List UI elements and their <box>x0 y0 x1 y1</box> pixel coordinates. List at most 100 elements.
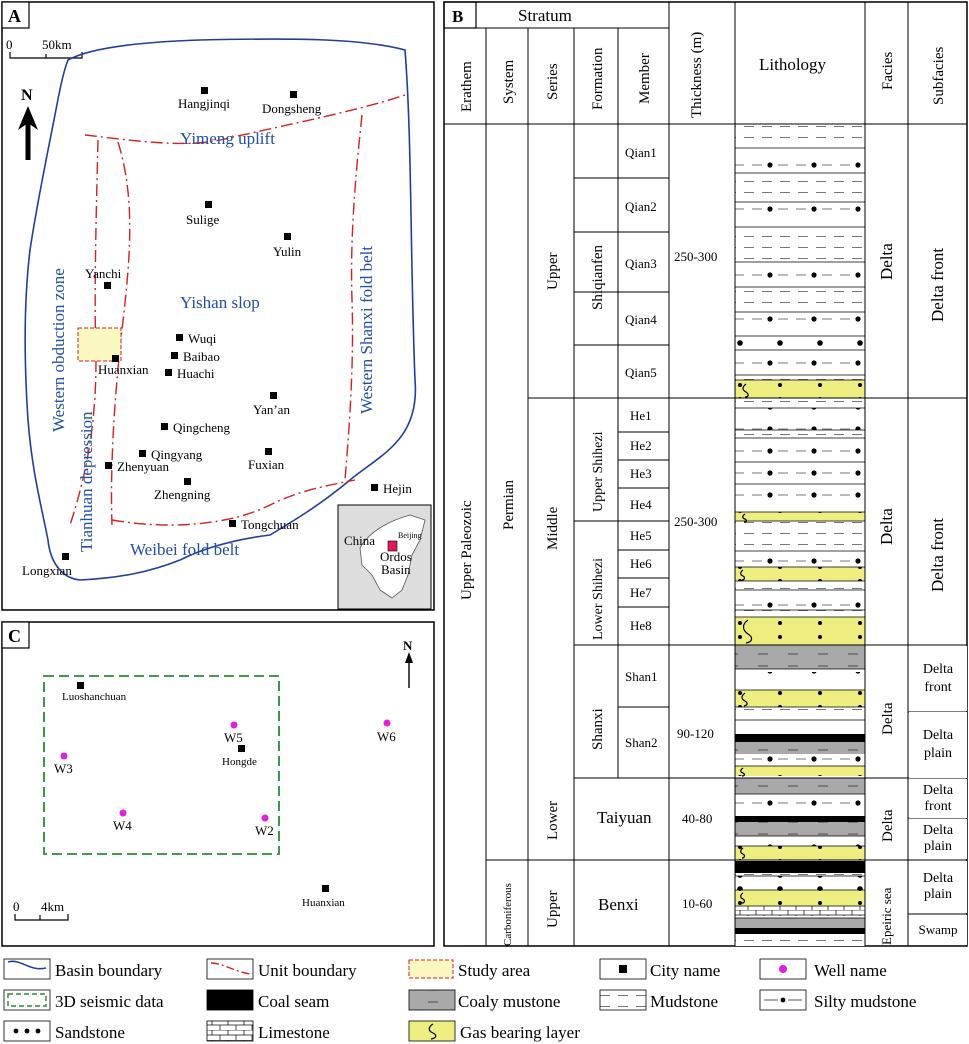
svg-text:He3: He3 <box>630 466 652 481</box>
svg-text:90-120: 90-120 <box>677 726 714 741</box>
svg-text:Delta: Delta <box>880 702 896 735</box>
svg-text:Gas bearing layer: Gas bearing layer <box>460 1023 580 1042</box>
svg-text:250-300: 250-300 <box>674 514 717 529</box>
svg-text:Qian3: Qian3 <box>625 256 657 271</box>
svg-text:Ordos: Ordos <box>380 549 412 564</box>
legend: Basin boundary Unit boundary Study area … <box>3 958 916 1042</box>
svg-text:Shiqianfen: Shiqianfen <box>590 245 606 310</box>
svg-text:Yishan slop: Yishan slop <box>180 293 260 312</box>
city-label: Yulin <box>273 244 302 259</box>
city-label: Huachi <box>177 366 215 381</box>
svg-text:Upper Shihezi: Upper Shihezi <box>591 431 606 512</box>
svg-text:W6: W6 <box>377 729 396 744</box>
city-label: Qingcheng <box>173 420 231 435</box>
svg-text:He1: He1 <box>630 408 652 423</box>
svg-text:Subfacies: Subfacies <box>931 47 947 105</box>
city-label: Longxian <box>22 563 72 578</box>
svg-text:Tianhuan depression: Tianhuan depression <box>77 411 96 552</box>
subfacies-cell: Delta front <box>909 646 967 711</box>
svg-text:Thickness (m): Thickness (m) <box>689 32 705 118</box>
svg-text:Upper: Upper <box>545 891 561 929</box>
svg-text:Upper Paleozoic: Upper Paleozoic <box>459 500 475 600</box>
svg-text:Shan2: Shan2 <box>625 735 658 750</box>
svg-text:Qian1: Qian1 <box>625 145 657 160</box>
svg-text:He2: He2 <box>630 438 652 453</box>
svg-text:Western obduction zone: Western obduction zone <box>49 268 68 432</box>
svg-text:Facies: Facies <box>880 52 896 90</box>
city-label: Yanchi <box>85 266 122 281</box>
svg-text:Basin boundary: Basin boundary <box>55 961 163 980</box>
svg-text:Member: Member <box>637 53 653 104</box>
city-markers: Hangjinqi Dongsheng Sulige Yulin Yanchi … <box>22 87 412 578</box>
city-label: Dongsheng <box>262 101 322 116</box>
svg-text:Weibei fold belt: Weibei fold belt <box>130 540 239 559</box>
svg-text:Epeiric sea: Epeiric sea <box>879 887 894 945</box>
svg-text:Limestone: Limestone <box>258 1023 330 1042</box>
svg-text:N: N <box>403 638 413 653</box>
svg-text:4km: 4km <box>41 899 64 914</box>
svg-text:N: N <box>21 87 33 104</box>
svg-text:Upper: Upper <box>545 253 561 291</box>
north-arrow-icon: N <box>18 87 38 160</box>
panel-a-map: A 0 50km N Hangjinqi <box>1 1 435 611</box>
svg-text:W5: W5 <box>224 730 243 745</box>
svg-text:Silty mudstone: Silty mudstone <box>814 992 916 1011</box>
svg-text:He7: He7 <box>630 585 652 600</box>
city-label: Wuqi <box>188 331 217 346</box>
scale-bar: 0 4km <box>13 899 69 921</box>
city-label: Baibao <box>183 349 220 364</box>
svg-text:Permian: Permian <box>501 480 517 530</box>
svg-text:Coal seam: Coal seam <box>258 992 329 1011</box>
subfacies-cell: Delta plain <box>909 819 967 859</box>
svg-text:Delta front: Delta front <box>928 248 947 322</box>
svg-text:Yimeng uplift: Yimeng uplift <box>180 129 275 148</box>
city-label: Hangjinqi <box>178 96 230 111</box>
table-grid <box>444 2 967 946</box>
svg-text:He4: He4 <box>630 497 652 512</box>
panel-c-map: C N Luoshanchuan Hongde Huanxian W5 W6 W… <box>1 621 435 947</box>
svg-text:W2: W2 <box>255 823 274 838</box>
svg-text:50km: 50km <box>42 37 72 52</box>
svg-text:Unit boundary: Unit boundary <box>258 961 357 980</box>
svg-text:Formation: Formation <box>590 47 606 110</box>
svg-text:Lithology: Lithology <box>759 55 827 74</box>
svg-text:Qian4: Qian4 <box>625 312 657 327</box>
subfacies-cell: Delta plain <box>909 712 967 778</box>
svg-text:City name: City name <box>650 961 720 980</box>
subfacies-cell: Delta front <box>909 779 967 818</box>
city-label: Qingyang <box>151 447 203 462</box>
svg-text:Coaly mustone: Coaly mustone <box>458 992 560 1011</box>
panel-c-label: C <box>8 626 21 646</box>
svg-text:Study area: Study area <box>458 961 531 980</box>
svg-text:He6: He6 <box>630 556 652 571</box>
svg-text:Qian5: Qian5 <box>625 365 657 380</box>
svg-text:Taiyuan: Taiyuan <box>597 808 652 827</box>
svg-text:China: China <box>344 533 375 548</box>
gas-symbol-icon <box>740 383 753 904</box>
svg-text:Shanxi: Shanxi <box>590 708 606 750</box>
well-markers: W5 W6 W3 W4 W2 <box>54 719 396 838</box>
panel-a-label: A <box>8 6 21 26</box>
svg-text:Lower: Lower <box>545 801 561 840</box>
city-label: Zhengning <box>154 487 211 502</box>
svg-text:Beijing: Beijing <box>398 531 422 540</box>
svg-text:Delta: Delta <box>877 508 896 545</box>
svg-text:Middle: Middle <box>545 506 561 550</box>
svg-text:Huanxian: Huanxian <box>302 897 345 909</box>
panel-b-label: B <box>452 7 463 26</box>
svg-text:Qian2: Qian2 <box>625 199 657 214</box>
svg-text:Erathem: Erathem <box>459 61 475 112</box>
city-label: Zhenyuan <box>117 459 169 474</box>
member-labels: Qian1 Qian2 Qian3 Qian4 Qian5 He1 He2 He… <box>625 145 658 750</box>
subfacies-cell: Delta plain <box>909 861 967 913</box>
thickness-labels: 250-300 250-300 90-120 40-80 10-60 <box>674 249 717 911</box>
inset-china-map: China Beijing Ordos Basin <box>337 504 432 610</box>
city-label: Yan’an <box>253 402 290 417</box>
svg-text:Lower Shihezi: Lower Shihezi <box>591 558 606 640</box>
city-label: Fuxian <box>248 457 285 472</box>
city-markers: Luoshanchuan Hongde Huanxian <box>62 682 345 909</box>
subfacies-cell: Swamp <box>909 915 967 945</box>
svg-text:3D seismic data: 3D seismic data <box>55 992 164 1011</box>
svg-text:Western Shanxi fold belt: Western Shanxi fold belt <box>357 246 376 414</box>
lithology-column <box>735 124 865 946</box>
